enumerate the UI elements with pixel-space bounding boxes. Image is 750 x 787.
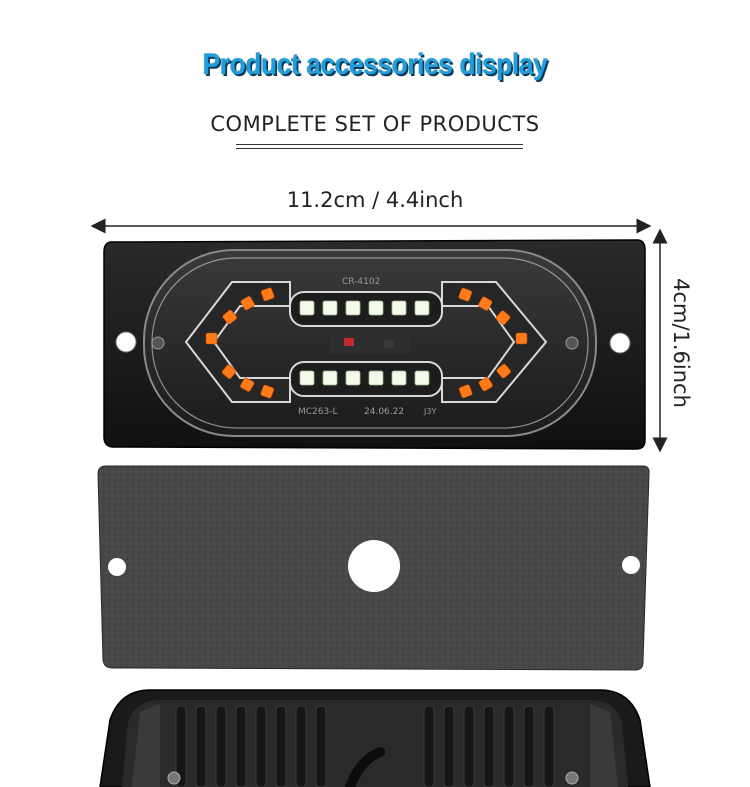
pcb-tag: J3Y — [423, 407, 436, 416]
back-housing — [99, 689, 651, 787]
mount-hole-right — [609, 332, 631, 354]
gasket-hole-left — [108, 558, 126, 576]
subtitle-underline — [236, 144, 523, 145]
page-title: Product accessories display — [202, 48, 548, 81]
subtitle-underline-2 — [236, 148, 523, 149]
mount-hole-left — [115, 331, 137, 353]
width-dimension-label: 11.2cm / 4.4inch — [286, 188, 464, 212]
pcb-date: 24.06.22 — [364, 407, 404, 417]
led-light-module: CR-4102 MC263-L 24.06.22 J3Y — [103, 239, 646, 450]
screw-right — [565, 771, 579, 785]
pcb-code-bottom: MC263-L — [298, 407, 338, 417]
gasket-hole-right — [622, 556, 640, 574]
wire-cable — [345, 747, 385, 787]
page-subtitle: COMPLETE SET OF PRODUCTS — [210, 112, 540, 136]
screw-left — [167, 771, 181, 785]
gasket-center-hole — [348, 540, 400, 592]
foam-gasket — [97, 465, 650, 671]
pcb-code-top: CR-4102 — [342, 277, 380, 287]
